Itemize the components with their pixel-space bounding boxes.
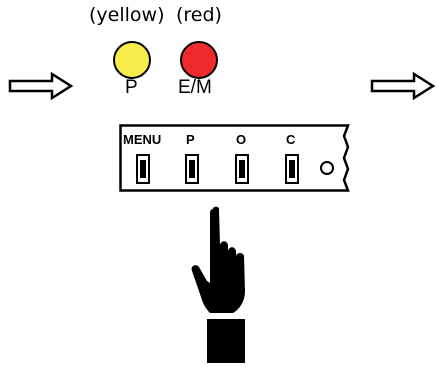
o-switch[interactable] bbox=[235, 154, 249, 184]
red-lamp-color-label: (red) bbox=[176, 4, 222, 26]
c-switch[interactable] bbox=[285, 154, 299, 184]
circle-led-icon bbox=[320, 161, 334, 175]
yellow-lamp-color-label: (yellow) bbox=[89, 4, 165, 26]
switch-knob bbox=[289, 160, 295, 178]
pointing-hand-icon bbox=[191, 206, 245, 363]
left-arrow-icon bbox=[8, 72, 74, 100]
p-switch[interactable] bbox=[185, 154, 199, 184]
yellow-lamp bbox=[113, 41, 151, 79]
key-label-c: C bbox=[286, 132, 296, 147]
yellow-lamp-name: P bbox=[125, 77, 138, 98]
key-label-p: P bbox=[186, 132, 195, 147]
red-lamp bbox=[180, 41, 218, 79]
red-lamp-name: E/M bbox=[178, 77, 212, 98]
key-label-o: O bbox=[236, 132, 247, 147]
switch-knob bbox=[140, 160, 146, 178]
switch-knob bbox=[239, 160, 245, 178]
switch-knob bbox=[189, 160, 195, 178]
key-label-menu: MENU bbox=[123, 132, 162, 147]
right-arrow-icon bbox=[370, 72, 436, 100]
menu-switch[interactable] bbox=[136, 154, 150, 184]
